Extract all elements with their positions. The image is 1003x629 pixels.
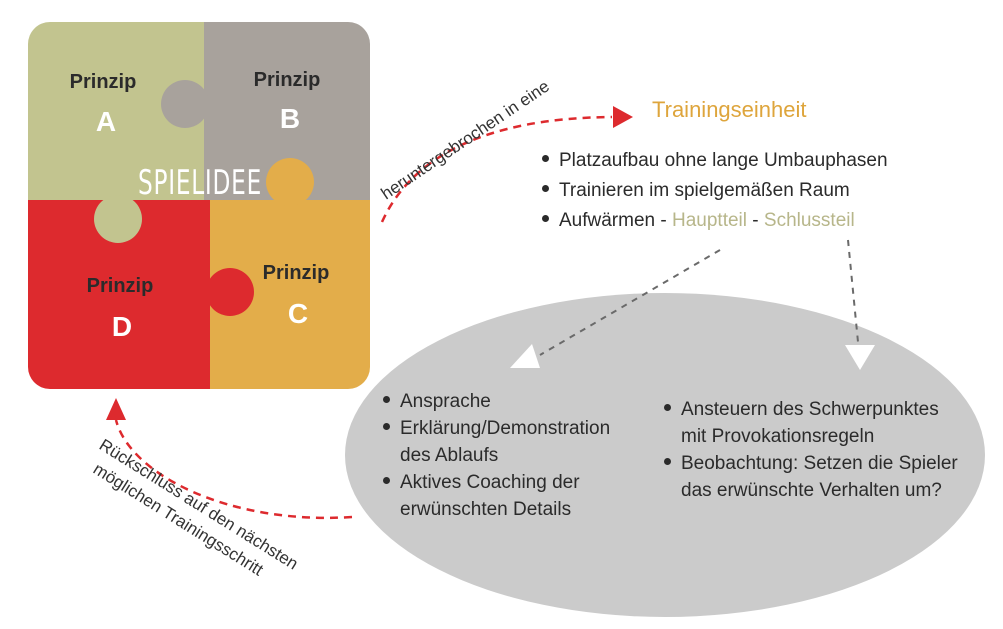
arrow-schlussteil-head bbox=[845, 345, 875, 370]
phase-separator: - bbox=[655, 210, 672, 231]
bullet-dot bbox=[383, 477, 390, 485]
arrow-bottom-label-line1: Rückschluss auf den nächsten bbox=[96, 435, 302, 573]
ellipse-right-continuation: das erwünschte Verhalten um? bbox=[681, 480, 942, 501]
ellipse-right-list: Ansteuern des Schwerpunktes mit Provokat… bbox=[664, 396, 958, 504]
bullet-dot bbox=[542, 155, 549, 163]
phase-hauptteil: Hauptteil bbox=[672, 210, 747, 231]
arrow-schlussteil-line bbox=[847, 239, 859, 343]
piece-a-word: Prinzip bbox=[70, 71, 137, 93]
ellipse-right-continuation: mit Provokationsregeln bbox=[681, 426, 875, 447]
training-title: Trainingseinheit bbox=[652, 97, 807, 122]
arrow-hauptteil-line bbox=[539, 249, 721, 356]
training-bullet-3: Aufwärmen - Hauptteil - Schlussteil bbox=[542, 206, 855, 236]
piece-c-word: Prinzip bbox=[263, 262, 330, 284]
phase-aufwaermen: Aufwärmen bbox=[559, 210, 656, 231]
training-phases-ellipse bbox=[345, 293, 985, 617]
ellipse-left-text: Erklärung/Demonstration bbox=[400, 418, 611, 439]
arrow-top-label: heruntergebrochen in eine bbox=[378, 77, 553, 204]
training-bullet-text: Trainieren im spielgemäßen Raum bbox=[559, 180, 850, 201]
bullet-dot bbox=[383, 396, 390, 404]
ellipse-left-continuation: des Ablaufs bbox=[400, 445, 499, 466]
puzzle-tab-c bbox=[266, 158, 314, 206]
ellipse-left-list: Ansprache Erklärung/Demonstration des Ab… bbox=[383, 388, 610, 523]
bullet-dot bbox=[542, 185, 549, 193]
piece-b-letter: B bbox=[280, 103, 300, 134]
ellipse-right-text: Ansteuern des Schwerpunktes bbox=[681, 399, 939, 420]
piece-d-word: Prinzip bbox=[87, 275, 154, 297]
spielidee-label: SPIELIDEE bbox=[138, 163, 262, 203]
ellipse-left-item: Aktives Coaching der bbox=[383, 469, 610, 496]
ellipse-right-text: Beobachtung: Setzen die Spieler bbox=[681, 453, 958, 474]
ellipse-left-text: Aktives Coaching der bbox=[400, 472, 580, 493]
bullet-dot bbox=[542, 215, 549, 223]
puzzle-square bbox=[28, 22, 370, 389]
arrow-bottom-head bbox=[106, 398, 126, 420]
phase-schlussteil: Schlussteil bbox=[763, 210, 855, 231]
arrow-hauptteil-head bbox=[510, 344, 540, 368]
ellipse-left-text: Ansprache bbox=[400, 391, 491, 412]
puzzle-tab-b bbox=[161, 80, 209, 128]
arrow-top-head bbox=[613, 106, 633, 128]
ellipse-left-item: Erklärung/Demonstration bbox=[383, 415, 610, 442]
puzzle-tab-d bbox=[206, 268, 254, 316]
training-bullet-text: Platzaufbau ohne lange Umbauphasen bbox=[559, 150, 888, 171]
piece-d-letter: D bbox=[112, 311, 132, 342]
piece-c-letter: C bbox=[288, 298, 308, 329]
piece-a-letter: A bbox=[96, 106, 116, 137]
training-bullet-2: Trainieren im spielgemäßen Raum bbox=[542, 176, 850, 206]
piece-b-word: Prinzip bbox=[254, 69, 321, 91]
bullet-dot bbox=[664, 458, 671, 466]
ellipse-left-item: Ansprache bbox=[383, 388, 610, 415]
bullet-dot bbox=[383, 423, 390, 431]
ellipse-right-item: Ansteuern des Schwerpunktes bbox=[664, 396, 958, 423]
ellipse-left-continuation: erwünschten Details bbox=[400, 499, 572, 520]
arrow-bottom-curve bbox=[114, 419, 353, 520]
puzzle-tab-a bbox=[94, 195, 142, 243]
bullet-dot bbox=[664, 404, 671, 412]
phase-separator: - bbox=[747, 210, 764, 231]
training-bullet-1: Platzaufbau ohne lange Umbauphasen bbox=[542, 146, 888, 176]
ellipse-right-item: Beobachtung: Setzen die Spieler bbox=[664, 450, 958, 477]
